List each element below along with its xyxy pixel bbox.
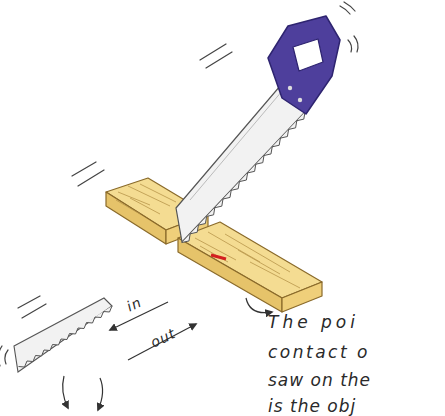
contact-mark (211, 255, 226, 259)
note-text: saw on the (268, 370, 371, 390)
wood-board (178, 222, 322, 312)
motion-marks (0, 2, 358, 366)
note-text: The poi (268, 312, 359, 332)
direction-arrows (63, 298, 272, 410)
direction-label: out (148, 325, 178, 350)
note-text: is the obj (268, 396, 356, 416)
note-text: contact o (268, 342, 370, 362)
saw-handle (268, 16, 340, 114)
direction-label: in (124, 294, 144, 315)
small-saw (14, 298, 112, 372)
